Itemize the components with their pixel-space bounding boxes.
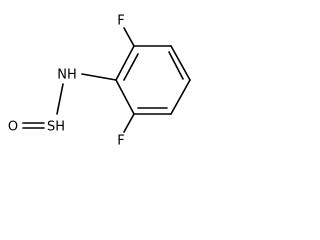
fluorine-top-label: F <box>117 14 124 29</box>
bond-to-top-fluorine <box>123 27 135 47</box>
oxygen-label: O <box>8 120 18 135</box>
bond-nh-to-sh <box>56 83 64 115</box>
chemical-structure-diagram: F F NH SH O <box>8 14 191 149</box>
ring-bond <box>115 45 135 81</box>
sh-label: SH <box>47 120 65 135</box>
bond-to-bottom-fluorine <box>123 113 135 133</box>
aromatic-inner-bond <box>123 53 139 81</box>
nh-label: NH <box>57 68 77 83</box>
aromatic-inner-bond <box>168 51 184 80</box>
ring-bond <box>170 79 191 115</box>
bond-ring-to-nh <box>81 73 117 81</box>
ring-bond <box>115 79 135 115</box>
fluorine-bottom-label: F <box>117 134 124 149</box>
ring-bond <box>170 45 191 81</box>
